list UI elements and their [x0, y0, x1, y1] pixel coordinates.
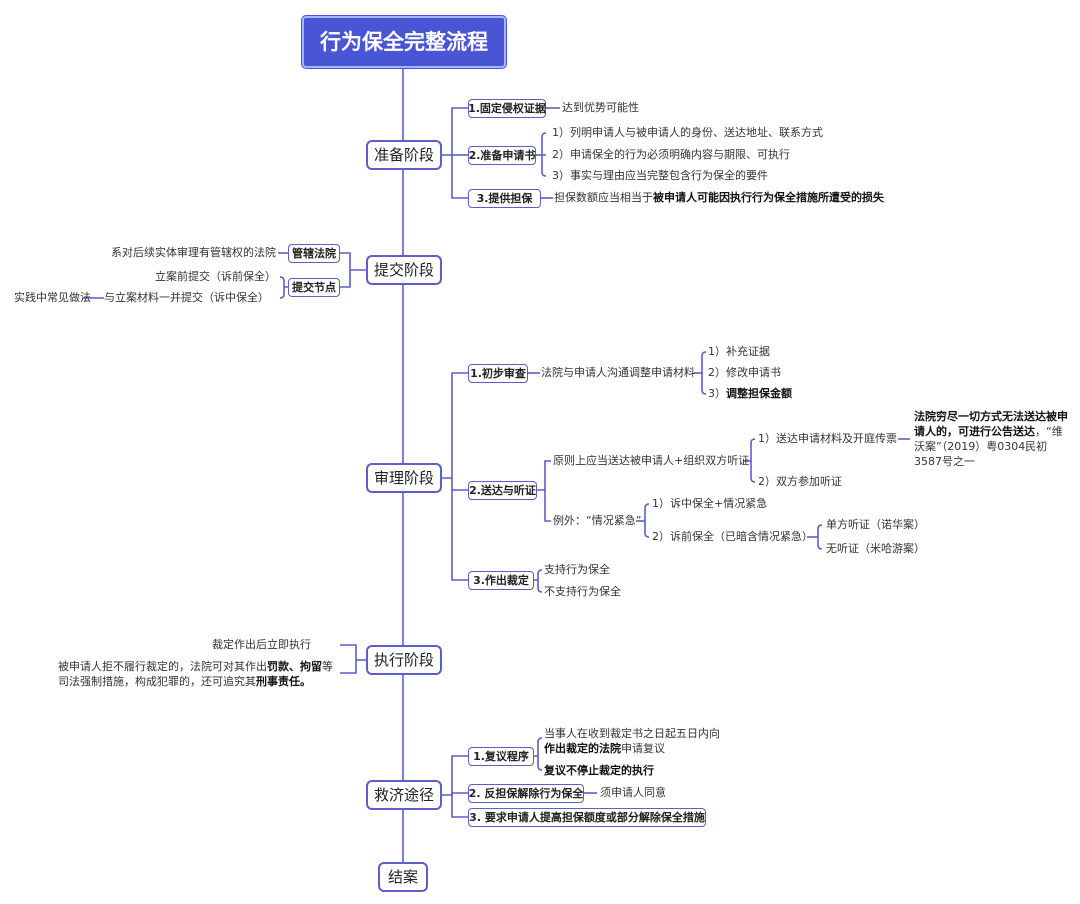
review-ruling-item-1: 支持行为保全: [544, 563, 610, 576]
relief-reconsider-leaf-1: 当事人在收到裁定书之日起五日内向作出裁定的法院申请复议: [544, 727, 734, 757]
review-ruling-item-2: 不支持行为保全: [544, 585, 621, 598]
prep-application: 2.准备申请书: [468, 146, 536, 165]
review-service-hearing: 2.送达与听证: [468, 481, 537, 500]
review-exception-item-2: 2）诉前保全（已暗含情况紧急）: [652, 530, 813, 543]
prep-guarantee-leaf-a: 担保数额应当相当于: [554, 191, 653, 204]
prep-fix-evidence: 1.固定侵权证据: [468, 99, 546, 118]
relief-reconsider-leaf-1-c: 申请复议: [621, 741, 665, 755]
review-initial-leaf: 法院与申请人沟通调整申请材料: [541, 366, 695, 379]
exec-leaf-2-d: 刑事责任。: [256, 674, 311, 688]
exec-leaf-2: 被申请人拒不履行裁定的，法院可对其作出罚款、拘留等司法强制措施，构成犯罪的，还可…: [58, 660, 340, 690]
review-service-note: 法院穷尽一切方式无法送达被申请人的，可进行公告送达，“维沃案”（2019）粤03…: [914, 410, 1072, 469]
submit-node-leaf-1: 立案前提交（诉前保全）: [155, 270, 276, 283]
submit-court-leaf: 系对后续实体审理有管辖权的法院: [111, 246, 276, 259]
relief-reconsider: 1.复议程序: [468, 747, 534, 766]
prep-guarantee: 3.提供担保: [468, 189, 541, 208]
relief-counter-guarantee: 2. 反担保解除行为保全: [468, 784, 584, 803]
exec-leaf-2-a: 被申请人拒不履行裁定的，法院可对其作出: [58, 660, 267, 673]
review-exception-sub-2: 无听证（米哈游案）: [826, 542, 925, 555]
stage-review: 审理阶段: [366, 463, 442, 493]
review-exception-item-1: 1）诉中保全+情况紧急: [652, 497, 768, 510]
review-ruling: 3.作出裁定: [468, 571, 534, 590]
review-service-rule-item-2: 2）双方参加听证: [758, 475, 842, 488]
review-service-rule: 原则上应当送达被申请人+组织双方听证: [553, 454, 750, 467]
review-service-exception: 例外：“情况紧急”: [553, 514, 642, 527]
relief-reconsider-leaf-2: 复议不停止裁定的执行: [544, 764, 654, 777]
submit-court: 管辖法院: [288, 244, 340, 263]
stage-exec: 执行阶段: [366, 645, 442, 675]
submit-node: 提交节点: [288, 278, 340, 297]
review-exception-sub-1: 单方听证（诺华案）: [826, 518, 925, 531]
submit-node-leaf-2-parent: 实践中常见做法: [14, 291, 91, 304]
stage-relief: 救济途径: [366, 780, 442, 810]
stage-end: 结案: [378, 862, 428, 892]
stage-submit: 提交阶段: [366, 255, 442, 285]
review-initial-item-3-prefix: 3）: [708, 387, 726, 400]
relief-reconsider-leaf-1-a: 当事人在收到裁定书之日起五日内向: [544, 727, 720, 740]
prep-application-item-2: 2）申请保全的行为必须明确内容与期限、可执行: [552, 148, 790, 161]
review-initial: 1.初步审查: [468, 364, 528, 383]
exec-leaf-2-c: 等司法强制措施，构成犯罪的，还可追究其: [58, 660, 333, 688]
review-initial-item-3: 3）调整担保金额: [708, 388, 792, 399]
prep-fix-evidence-leaf: 达到优势可能性: [562, 101, 639, 114]
exec-leaf-1: 裁定作出后立即执行: [212, 638, 311, 651]
prep-application-item-1: 1）列明申请人与被申请人的身份、送达地址、联系方式: [552, 126, 823, 139]
prep-application-item-3: 3）事实与理由应当完整包含行为保全的要件: [552, 169, 768, 182]
review-initial-item-1: 1）补充证据: [708, 345, 770, 358]
review-initial-item-3-bold: 调整担保金额: [726, 387, 792, 400]
prep-guarantee-leaf: 担保数额应当相当于被申请人可能因执行行为保全措施所遭受的损失: [554, 192, 884, 203]
relief-raise-guarantee: 3. 要求申请人提高担保额度或部分解除保全措施: [468, 808, 706, 827]
review-service-note-bold: 法院穷尽一切方式无法送达被申请人的，可进行公告送达: [914, 410, 1068, 438]
prep-guarantee-leaf-b: 被申请人可能因执行行为保全措施所遭受的损失: [653, 191, 884, 204]
exec-leaf-2-b: 罚款、拘留: [267, 660, 322, 673]
page-title: 行为保全完整流程: [302, 16, 506, 68]
review-service-rule-item-1: 1）送达申请材料及开庭传票: [758, 432, 897, 445]
relief-reconsider-leaf-1-b: 作出裁定的法院: [544, 741, 621, 755]
relief-counter-guarantee-leaf: 须申请人同意: [600, 786, 666, 799]
review-initial-item-2: 2）修改申请书: [708, 366, 781, 379]
submit-node-leaf-2: 与立案材料一并提交（诉中保全）: [104, 291, 269, 304]
review-service-note-rest: ，“维沃案”（2019）粤0304民初3587号之一: [914, 424, 1063, 468]
stage-prep: 准备阶段: [366, 140, 442, 170]
